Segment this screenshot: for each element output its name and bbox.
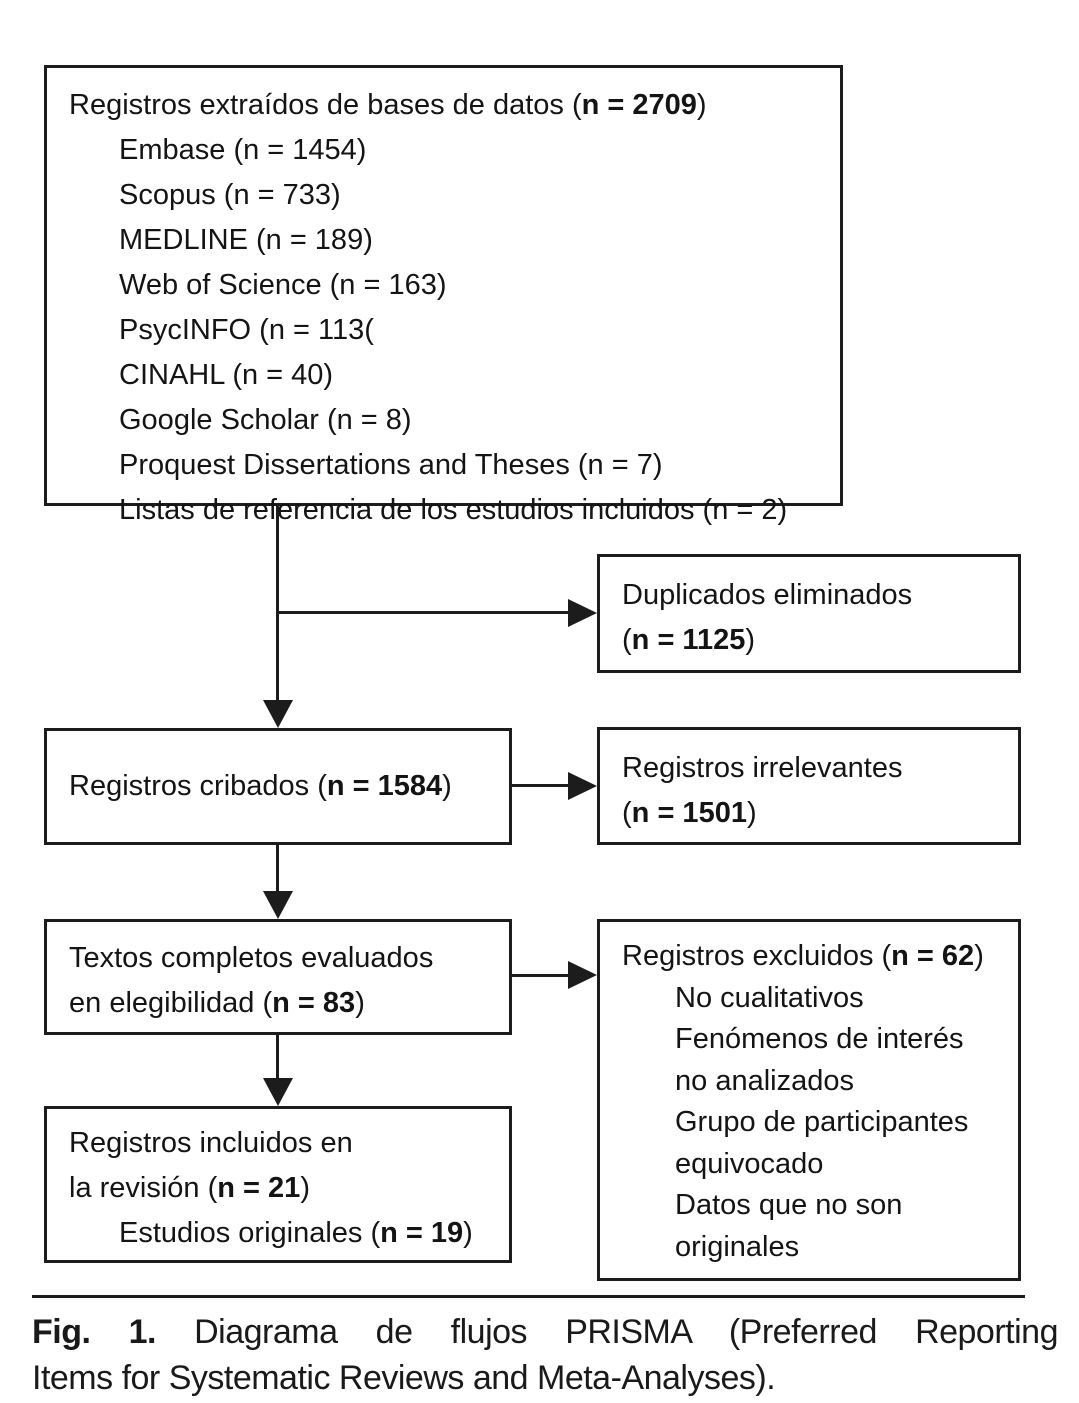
arrowhead-right-icon	[568, 599, 597, 627]
box-records-excluded: Registros excluidos (n = 62) No cualitat…	[597, 919, 1021, 1281]
duplicates-lines: Duplicados eliminados (n = 1125)	[622, 573, 1006, 663]
caption-line-1: Fig. 1. Diagrama de flujos PRISMA (Prefe…	[32, 1313, 1059, 1351]
records-source-list-line: Proquest Dissertations and Theses (n = 7…	[119, 449, 663, 481]
arrowhead-down-icon	[263, 891, 293, 919]
records-source-list-line: Embase (n = 1454)	[119, 134, 367, 166]
box-records-irrelevant: Registros irrelevantes (n = 1501)	[597, 727, 1021, 845]
connector-fulltext-to-included	[276, 1035, 279, 1080]
excluded-reason-list-line: no analizados	[675, 1064, 854, 1097]
included-lines-line: Registros incluidos en	[69, 1127, 353, 1159]
included-lines: Registros incluidos en la revisión (n = 2…	[69, 1121, 497, 1211]
irrelevant-lines-line: Registros irrelevantes	[622, 752, 903, 784]
records-source-list-line: PsycINFO (n = 113(	[119, 314, 374, 346]
records-source-list-line: Listas de referencia de los estudios inc…	[119, 494, 788, 526]
records-source-list-line: CINAHL (n = 40)	[119, 359, 334, 391]
excluded-reason-list-line: Grupo de participantes	[675, 1106, 969, 1138]
box-records-screened: Registros cribados (n = 1584)	[44, 728, 512, 845]
records-source-list-line: Scopus (n = 733)	[119, 179, 341, 211]
connector-screened-to-irrelevant	[511, 784, 569, 787]
excluded-reason-list-line: No cualitativos	[675, 981, 864, 1014]
excluded-reason-list-line: originales	[675, 1230, 800, 1263]
connector-fulltext-to-excluded	[511, 974, 569, 977]
connector-records-to-screened	[276, 505, 279, 701]
box-duplicates-removed: Duplicados eliminados (n = 1125)	[597, 554, 1021, 673]
records-title: Registros extraídos de bases de datos (n…	[69, 89, 707, 121]
fulltext-lines-line: en elegibilidad (n = 83)	[69, 987, 365, 1019]
box-records-identified: Registros extraídos de bases de datos (n…	[44, 65, 843, 526]
records-source-list: Embase (n = 1454) Scopus (n = 733) MEDLINE…	[69, 128, 828, 533]
excluded-reason-list-line: equivocado	[675, 1147, 824, 1180]
figure-caption: Fig. 1. Diagrama de flujos PRISMA (Prefe…	[32, 1309, 1059, 1401]
arrowhead-right-icon	[568, 772, 597, 800]
irrelevant-lines: Registros irrelevantes (n = 1501)	[622, 746, 1006, 836]
duplicates-lines-line: Duplicados eliminados	[622, 579, 913, 611]
box-fulltext-assessed: Textos completos evaluados en elegibilida…	[44, 919, 512, 1035]
records-source-list-line: MEDLINE (n = 189)	[119, 224, 373, 256]
fulltext-lines-line: Textos completos evaluados	[69, 942, 434, 974]
caption-divider	[32, 1295, 1025, 1298]
connector-branch-duplicates	[277, 611, 568, 614]
fulltext-lines: Textos completos evaluados en elegibilida…	[69, 936, 497, 1026]
box-records-included: Registros incluidos en la revisión (n = 2…	[44, 1106, 512, 1263]
excluded-reason-list-line: Fenómenos de interés	[675, 1023, 964, 1055]
excluded-reason-list-line: Datos que no son	[675, 1189, 903, 1221]
included-original-studies: Estudios originales (n = 19)	[119, 1217, 473, 1249]
records-source-list-line: Google Scholar (n = 8)	[119, 404, 412, 436]
caption-line-2: Items for Systematic Reviews and Meta-An…	[32, 1359, 776, 1397]
excluded-title: Registros excluidos (n = 62)	[622, 940, 984, 972]
included-lines-line: la revisión (n = 21)	[69, 1172, 310, 1204]
screened-title: Registros cribados (n = 1584)	[69, 770, 452, 802]
irrelevant-lines-line: (n = 1501)	[622, 797, 757, 829]
arrowhead-down-icon	[263, 700, 293, 728]
duplicates-lines-line: (n = 1125)	[622, 624, 756, 656]
arrowhead-down-icon	[263, 1078, 293, 1106]
connector-screened-to-fulltext	[276, 845, 279, 893]
arrowhead-right-icon	[568, 961, 597, 989]
records-source-list-line: Web of Science (n = 163)	[119, 269, 447, 301]
